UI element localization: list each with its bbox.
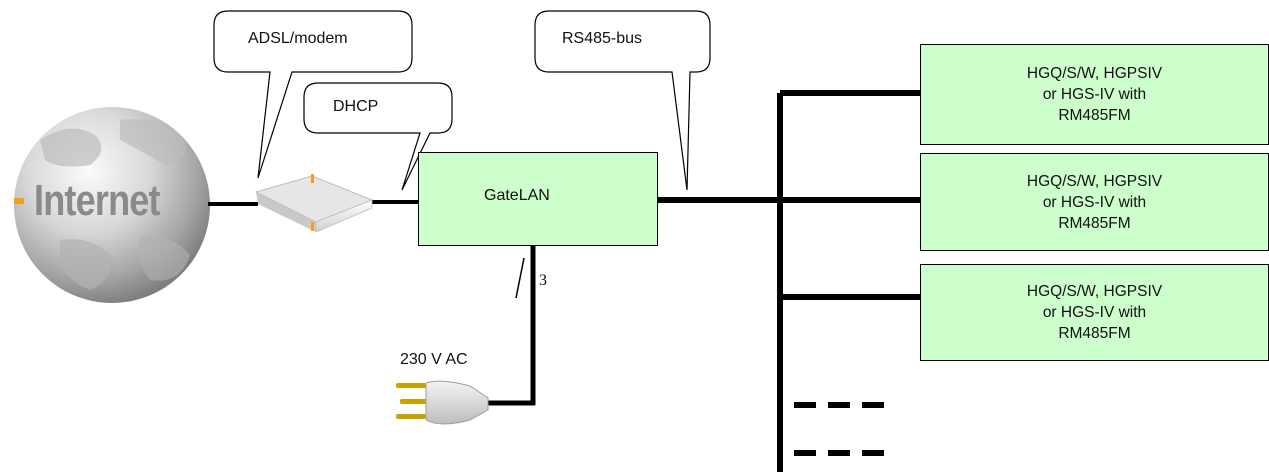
device-3-line-3: RM485FM [1058,325,1131,342]
gatelan-label: GateLAN [484,187,550,204]
gatelan-box: GateLAN [418,152,658,246]
device-1-line-3: RM485FM [1058,107,1131,124]
device-3-line-2: or HGS-IV with [1042,304,1147,321]
device-2-line-3: RM485FM [1058,214,1131,232]
device-box-1: HGQ/S/W, HGPSIV or HGS-IV with RM485FM [920,44,1269,145]
device-1-line-2: or HGS-IV with [1042,86,1147,103]
callout-adsl-modem [213,10,413,179]
device-box-2: HGQ/S/W, HGPSIV or HGS-IV with RM485FM [920,153,1269,251]
device-3-line-1: HGQ/S/W, HGPSIV [1026,283,1163,300]
wire-count-label: 3 [539,272,547,289]
device-1-line-1: HGQ/S/W, HGPSIV [1026,65,1163,82]
connection-lines [208,90,920,472]
wire-count-slash [515,257,525,299]
device-2-line-1: HGQ/S/W, HGPSIV [1026,172,1163,190]
rs485-bus-callout-label: RS485-bus [562,30,643,47]
device-2-line-2: or HGS-IV with [1042,193,1147,211]
device-box-3: HGQ/S/W, HGPSIV or HGS-IV with RM485FM [920,264,1269,361]
adsl-modem-callout-label: ADSL/modem [248,30,348,47]
callout-rs485-bus [534,10,711,191]
supply-voltage-label: 230 V AC [400,351,468,368]
power-plug-icon [396,380,489,425]
dhcp-callout-label: DHCP [333,98,379,115]
callout-dhcp [303,82,453,191]
internet-label: Internet [34,176,161,225]
modem-icon [254,174,374,233]
globe-icon [14,107,210,303]
